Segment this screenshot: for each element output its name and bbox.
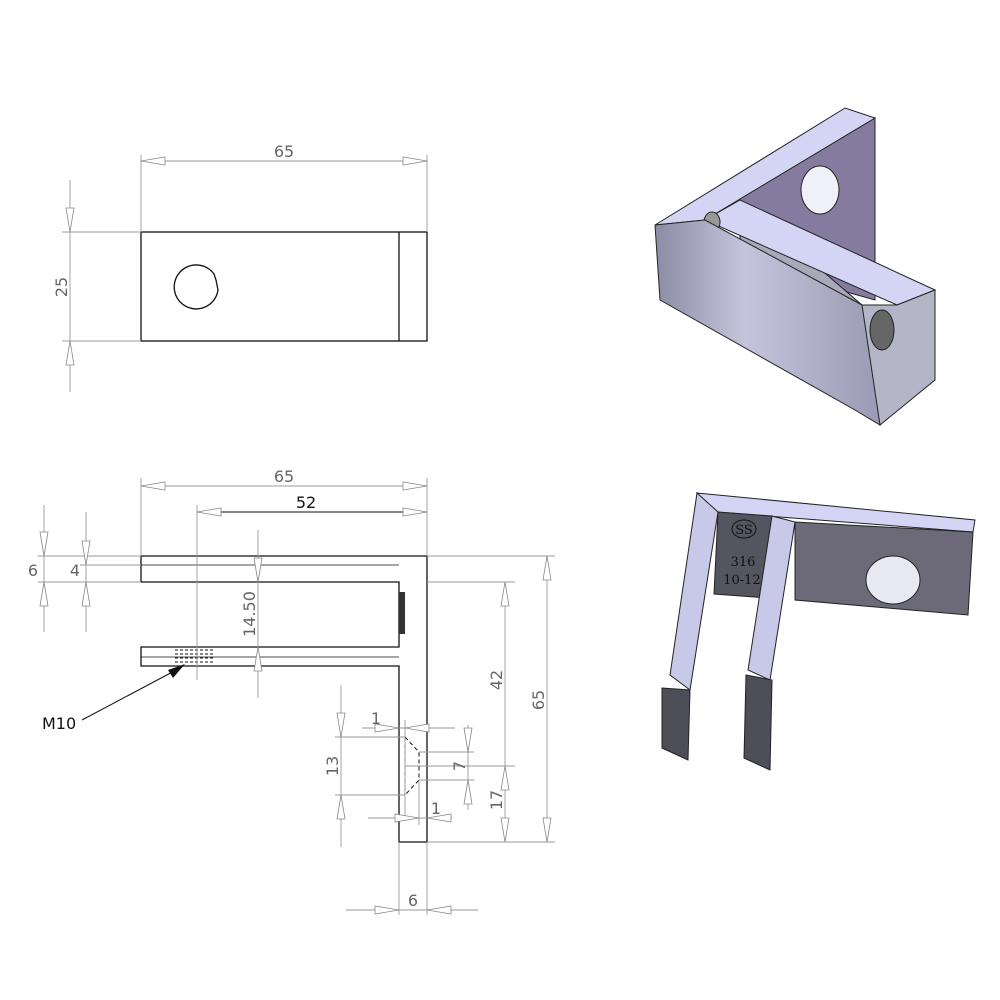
svg-text:52: 52 xyxy=(296,493,316,512)
front-view: 65 52 6 4 14.50 M10 xyxy=(28,467,555,915)
svg-text:6: 6 xyxy=(28,561,38,580)
svg-text:316: 316 xyxy=(731,555,756,570)
svg-text:10-12: 10-12 xyxy=(723,573,760,588)
svg-text:65: 65 xyxy=(529,690,548,710)
svg-text:25: 25 xyxy=(52,277,71,297)
thread-callout: M10 xyxy=(42,664,185,733)
curved-front-face xyxy=(654,219,881,426)
svg-text:1: 1 xyxy=(431,799,441,818)
svg-text:14.50: 14.50 xyxy=(240,591,259,637)
dim-top-length: 65 xyxy=(140,142,428,232)
svg-text:42: 42 xyxy=(487,670,506,690)
bump-detail xyxy=(399,592,405,634)
dim-countersink-inner: 7 xyxy=(419,725,474,810)
back-wall-hole xyxy=(800,165,840,215)
top-view-outline xyxy=(140,231,428,342)
dim-hole-height: 17 xyxy=(405,765,515,810)
svg-text:7: 7 xyxy=(450,761,469,771)
iso-view-front xyxy=(654,107,937,426)
dim-top-width: 25 xyxy=(52,180,141,392)
dim-chamfer-bottom: 1 xyxy=(368,780,452,825)
dim-hole-offset: 52 xyxy=(196,493,428,680)
thread-hatch xyxy=(175,649,215,667)
svg-text:6: 6 xyxy=(408,891,418,910)
front-view-outline xyxy=(140,555,428,843)
svg-text:65: 65 xyxy=(274,142,294,161)
mounting-hole xyxy=(173,264,219,310)
svg-text:M10: M10 xyxy=(42,714,76,733)
ss-logo xyxy=(731,519,757,539)
dim-gap: 14.50 xyxy=(240,530,263,698)
iso-view-back: SS 316 10-12 xyxy=(661,492,976,771)
svg-text:17: 17 xyxy=(487,790,506,810)
svg-text:1: 1 xyxy=(371,709,381,728)
dim-chamfer-top: 1 xyxy=(362,709,455,820)
svg-text:13: 13 xyxy=(323,756,342,776)
dim-front-length: 65 xyxy=(140,467,428,556)
svg-text:4: 4 xyxy=(70,561,80,580)
countersunk-hole xyxy=(865,555,921,605)
left-leg xyxy=(669,492,719,691)
dim-inner-offset: 4 xyxy=(70,512,141,632)
dim-inner-height: 42 xyxy=(427,581,555,843)
svg-text:SS: SS xyxy=(735,523,753,538)
dim-overall-height: 65 xyxy=(427,555,555,843)
dim-countersink-outer: 13 xyxy=(323,685,405,847)
dim-leg-thickness: 6 xyxy=(346,842,478,915)
top-view: 65 25 xyxy=(52,142,428,392)
right-leg-end xyxy=(743,674,773,771)
left-leg-end xyxy=(661,687,691,761)
threaded-hole xyxy=(869,309,895,351)
svg-text:65: 65 xyxy=(274,467,294,486)
dim-top-thickness: 6 xyxy=(28,505,141,632)
